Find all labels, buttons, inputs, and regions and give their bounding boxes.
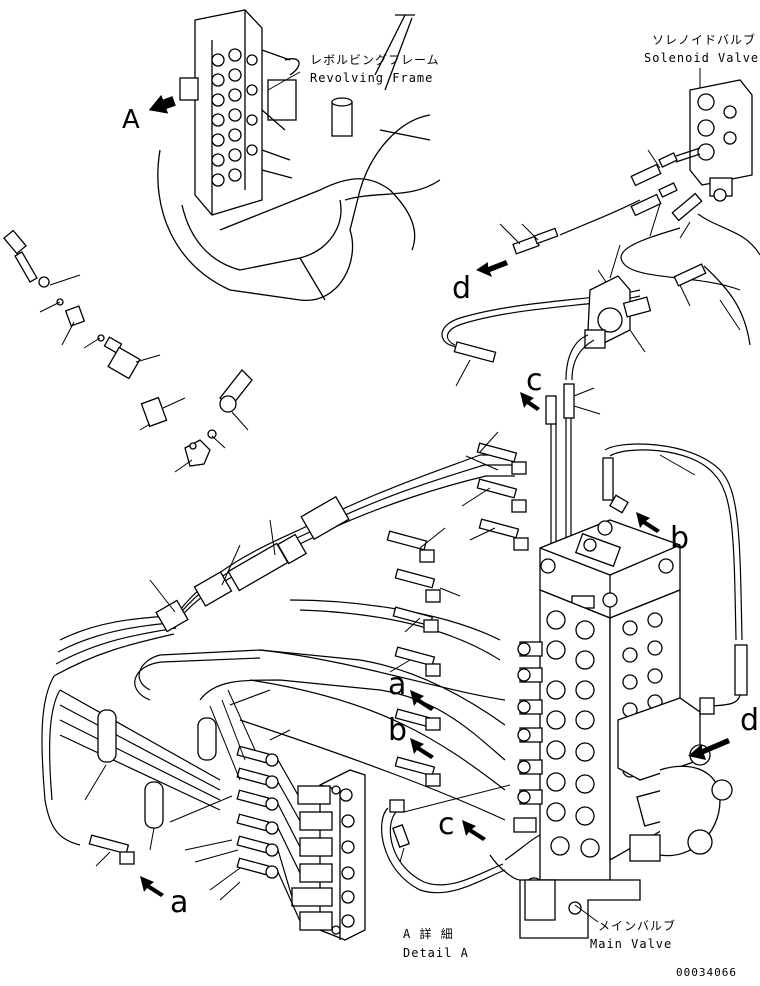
ref-c-lower: c xyxy=(438,807,455,842)
pilot-hoses-upper: d c xyxy=(441,147,760,560)
detail-a-en-label: Detail A xyxy=(403,946,469,960)
drawing-number: 00034066 xyxy=(676,966,737,979)
exploded-fittings xyxy=(3,229,253,473)
ref-b-right: b xyxy=(670,521,689,556)
detail-a-jp-label: A 詳 細 xyxy=(403,926,454,941)
main-valve: メインバルブ Main Valve xyxy=(513,519,733,951)
arrow-b-middle xyxy=(410,738,434,759)
solenoid-valve-en-label: Solenoid Valve xyxy=(644,51,759,65)
view-arrow-icon xyxy=(148,94,176,114)
ref-a-middle: a xyxy=(388,667,406,702)
inset-main-valve-stack xyxy=(179,9,300,216)
revolving-frame-jp-label: レボルビングフレーム xyxy=(310,53,440,67)
hose-bundle xyxy=(41,454,515,851)
detail-a-bracket: A 詳 細 Detail A xyxy=(169,689,469,960)
revolving-frame-en-label: Revolving Frame xyxy=(310,71,433,85)
arrow-a-lower xyxy=(140,876,164,897)
solenoid-valve: ソレノイドバルブ Solenoid Valve xyxy=(644,32,759,202)
detail-a-hose-ends xyxy=(236,745,301,922)
solenoid-valve-jp-label: ソレノイドバルブ xyxy=(652,32,756,47)
main-valve-front-ports xyxy=(546,610,600,858)
ref-b-middle: b xyxy=(388,713,407,748)
main-valve-left-fittings xyxy=(513,641,543,833)
arrow-c-upper xyxy=(520,392,540,411)
detail-a-valves xyxy=(291,785,355,931)
lower-hose-c xyxy=(381,784,541,894)
arrow-a-middle xyxy=(410,690,434,711)
hose-b-right: b d xyxy=(602,443,759,760)
connection-refs-left: a b c a xyxy=(140,667,486,920)
main-valve-jp-label: メインバルブ xyxy=(598,918,676,933)
frame-post xyxy=(331,101,353,137)
arrow-d-right xyxy=(688,738,730,760)
ref-d-right: d xyxy=(740,703,759,738)
ref-a-lower: a xyxy=(170,885,188,920)
view-marker-A: A xyxy=(122,105,140,135)
arrow-to-d-upper xyxy=(476,260,508,277)
revolving-frame-inset: A レボルビングフレーム Revolving Frame xyxy=(122,9,441,301)
arrow-b-right xyxy=(636,512,660,533)
hose-connectors xyxy=(88,431,529,867)
ref-d-upper: d xyxy=(452,271,471,306)
ref-c-upper: c xyxy=(526,363,543,398)
arrow-c-lower xyxy=(462,820,486,841)
main-valve-en-label: Main Valve xyxy=(590,937,672,951)
